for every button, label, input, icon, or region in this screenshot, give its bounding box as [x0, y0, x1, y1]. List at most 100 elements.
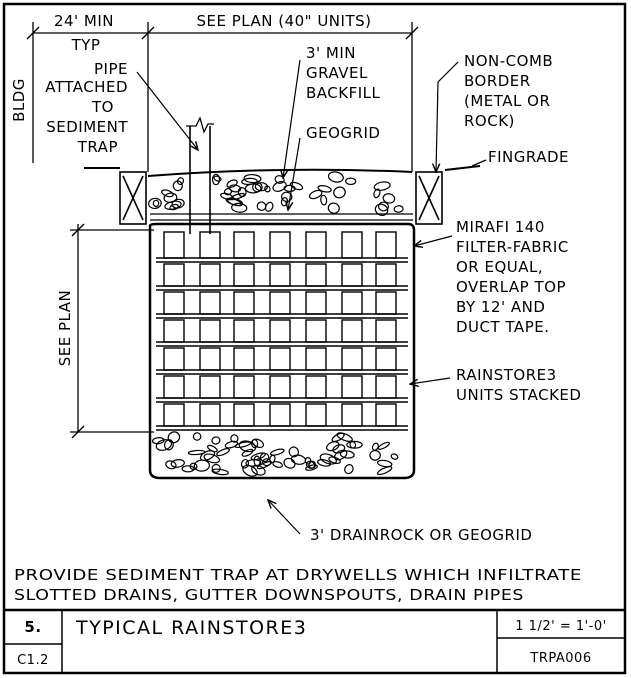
rainstore-cell: [163, 291, 185, 315]
gravel-stone: [240, 458, 250, 469]
gravel-stone: [231, 202, 248, 213]
gravel-stone: [305, 460, 316, 469]
svg-text:BACKFILL: BACKFILL: [306, 84, 381, 102]
gravel-stone: [167, 431, 181, 444]
rainstore-cell: [233, 291, 255, 315]
noncomb-label: NON-COMB BORDER (METAL OR ROCK): [464, 52, 553, 130]
gravel-stone: [377, 441, 390, 450]
svg-text:ROCK): ROCK): [464, 112, 515, 130]
gravel-stone: [161, 189, 174, 198]
gravel-stone: [288, 446, 300, 458]
rainstore-cell: [163, 375, 185, 399]
gravel-stone: [333, 186, 346, 199]
gravel-stone: [230, 434, 239, 443]
geogrid-layer: [150, 213, 413, 221]
gravel-stone: [163, 192, 178, 204]
rainstore-cell: [269, 347, 291, 371]
dimension-lines: [26, 22, 419, 439]
svg-text:BY 12' AND: BY 12' AND: [456, 298, 545, 316]
rainstore-cell: [269, 403, 291, 427]
gravel-stone: [176, 177, 185, 186]
gravel-stone: [325, 441, 340, 452]
rainstore-cell: [305, 291, 327, 315]
gravel-stone: [289, 181, 304, 191]
gravel-stone: [317, 459, 332, 467]
gravel-stone: [327, 202, 340, 214]
rainstore-cell: [375, 319, 397, 343]
filter-fabric: [148, 222, 416, 480]
rainstore-cell: [163, 319, 185, 343]
gravel-stone: [254, 182, 268, 192]
gravel-stone: [339, 450, 355, 459]
gravel-stone: [272, 461, 283, 468]
dim-top-width: SEE PLAN (40" UNITS): [196, 12, 371, 30]
rainstore-cell: [305, 319, 327, 343]
rainstore-cell: [233, 347, 255, 371]
gravel-stone: [163, 439, 174, 451]
gravel-stone: [328, 456, 341, 464]
rainstore-cell: [305, 347, 327, 371]
gravel-stone: [165, 460, 177, 470]
gravel-stone: [373, 188, 381, 199]
svg-text:MIRAFI 140: MIRAFI 140: [456, 218, 545, 236]
pipe: [186, 116, 214, 234]
title-block: [4, 608, 625, 673]
gravel-stone: [320, 194, 328, 206]
pipe-label: PIPE ATTACHED TO SEDIMENT TRAP: [45, 60, 128, 156]
dim-left-width: 24' MIN: [54, 12, 114, 30]
rainstore-cell: [375, 263, 397, 287]
svg-text:BORDER: BORDER: [464, 72, 531, 90]
svg-text:TO: TO: [91, 98, 114, 116]
svg-text:ATTACHED: ATTACHED: [45, 78, 128, 96]
fingrade-label: FINGRADE: [488, 148, 569, 166]
gravel-stone: [390, 453, 399, 460]
rainstore-cell: [199, 263, 221, 287]
gravel-stone: [264, 185, 271, 193]
rainstore-cell: [163, 403, 185, 427]
svg-text:UNITS STACKED: UNITS STACKED: [456, 386, 581, 404]
rainstore-cell: [375, 403, 397, 427]
rainstore-cell: [375, 347, 397, 371]
gravel-stone: [290, 454, 307, 465]
gravel-stone: [226, 179, 238, 189]
gravel-stone: [238, 440, 257, 453]
gravel-stone: [211, 173, 221, 186]
sheet-number: C1.2: [17, 653, 49, 668]
gravel-stone: [264, 201, 274, 212]
rainstore-cell: [163, 347, 185, 371]
gravel-stone: [378, 201, 389, 212]
rainstore-label: RAINSTORE3 UNITS STACKED: [456, 366, 581, 404]
gravel-stone: [308, 189, 323, 200]
rainstore-cell: [305, 263, 327, 287]
svg-text:PIPE: PIPE: [94, 60, 128, 78]
gravel-stone: [256, 460, 273, 470]
svg-text:GRAVEL: GRAVEL: [306, 64, 368, 82]
gravel-stone: [336, 432, 353, 442]
gravel-stone: [229, 192, 245, 201]
drainrock-layer: [151, 431, 399, 477]
mirafi-label: MIRAFI 140 FILTER-FABRIC OR EQUAL, OVERL…: [456, 218, 569, 336]
svg-text:FILTER-FABRIC: FILTER-FABRIC: [456, 238, 569, 256]
rainstore-cell: [375, 231, 397, 259]
dim-height: SEE PLAN: [56, 290, 74, 366]
gravel-stone: [269, 448, 285, 456]
rainstore-cell: [305, 231, 327, 259]
gravel-stone: [211, 463, 221, 473]
gravel-stone: [206, 444, 218, 453]
svg-text:3' MIN: 3' MIN: [306, 44, 356, 62]
gravel-stone: [241, 448, 254, 457]
rainstore-cell: [233, 231, 255, 259]
drainrock-label: 3' DRAINROCK OR GEOGRID: [310, 526, 532, 544]
svg-text:OVERLAP TOP: OVERLAP TOP: [456, 278, 566, 296]
gravel-stone: [229, 184, 242, 193]
detail-number: 5.: [24, 618, 41, 636]
rainstore-cell: [233, 263, 255, 287]
gravel-stone: [224, 440, 239, 449]
gravel-stone: [334, 449, 348, 461]
svg-text:SEDIMENT: SEDIMENT: [46, 118, 128, 136]
rainstore-cell: [233, 375, 255, 399]
gravel-stone: [262, 458, 272, 467]
gravel-label: 3' MIN GRAVEL BACKFILL: [306, 44, 381, 102]
svg-text:NON-COMB: NON-COMB: [464, 52, 553, 70]
rainstore-cell: [305, 375, 327, 399]
